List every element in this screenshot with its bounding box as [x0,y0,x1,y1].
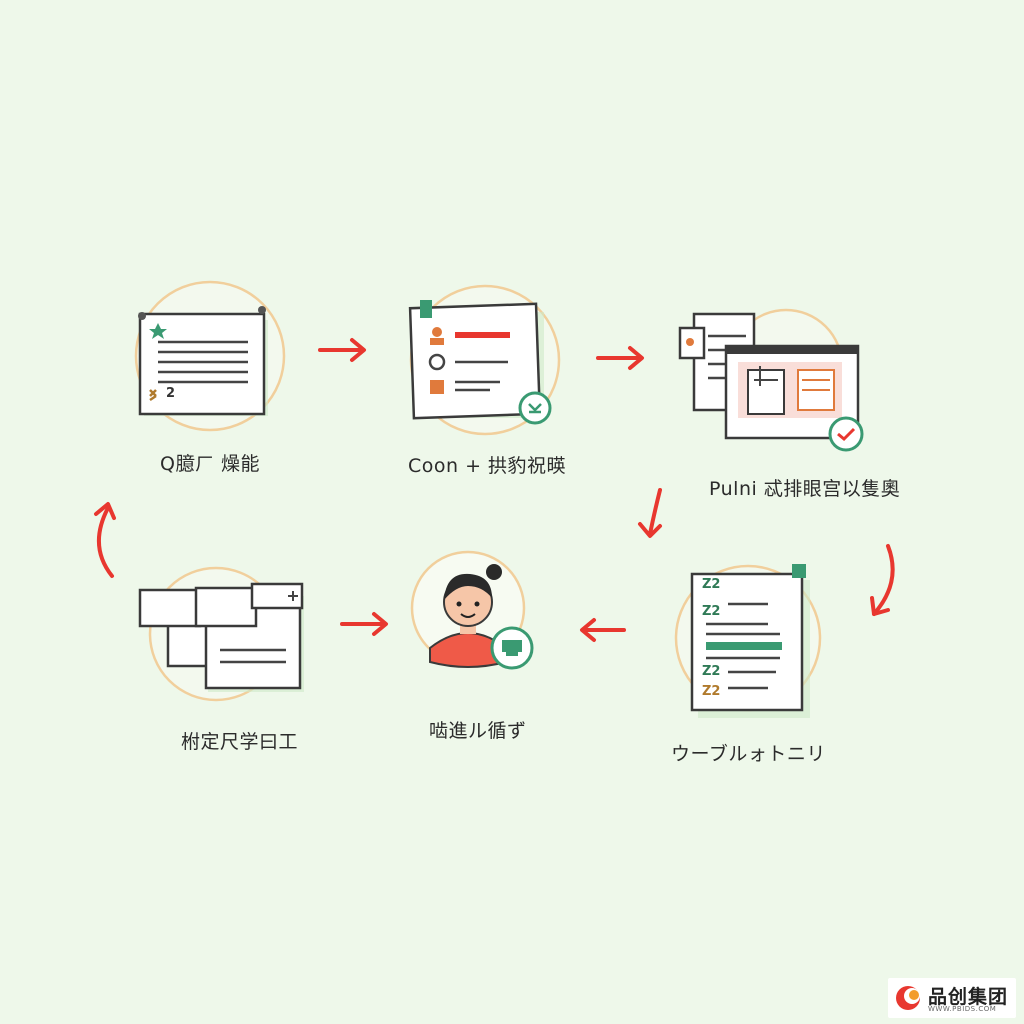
brand-logo-icon [896,986,920,1010]
step-3-node [676,306,866,452]
step-4-row-1: Z2 [702,577,721,592]
step-6-label: 柎定尺学曰工 [181,731,299,753]
arrow-4-to-5 [580,618,626,642]
step-4-row-2: Z2 [702,604,721,619]
step-4-row-4: Z2 [702,684,721,699]
checklist-document-icon [134,280,286,432]
stacked-cards-icon [138,566,304,702]
step-5-node [410,548,540,678]
step-1-node: 2 [130,280,290,432]
step-1-label: Q臆ㄏ 燥能 [160,453,260,475]
arrow-2-to-3 [596,346,644,370]
step-4-label: ウーブルォトニリ [671,743,826,765]
step-4-row-3: Z2 [702,664,721,679]
step-2-node [400,284,570,436]
arrow-right-side-curve [870,544,895,616]
step-4-node: Z2 Z2 Z2 Z2 [668,560,822,720]
watermark-brand: 品创集团 [928,986,1009,1008]
step-6-node [134,562,314,704]
profile-card-icon [408,284,561,436]
arrow-1-to-2 [318,338,366,362]
step-1-badge: 2 [166,386,176,401]
watermark-url: WWW.PBIDS.COM [928,1005,997,1013]
arrow-6-to-5 [340,612,388,636]
arrow-left-side-curve [94,502,116,578]
browser-windows-icon [678,308,864,452]
step-2-label: Coon + 拱豹祝暎 [408,455,567,477]
task-list-document-icon [674,564,822,718]
step-3-label: Pulni 忒排眼宫以隻奧 [709,478,901,500]
watermark: 品创集团 WWW.PBIDS.COM [888,978,1016,1018]
arrow-3-down [638,488,662,538]
step-5-label: 啮進ル循ず [429,720,527,742]
user-avatar-icon [410,550,534,670]
